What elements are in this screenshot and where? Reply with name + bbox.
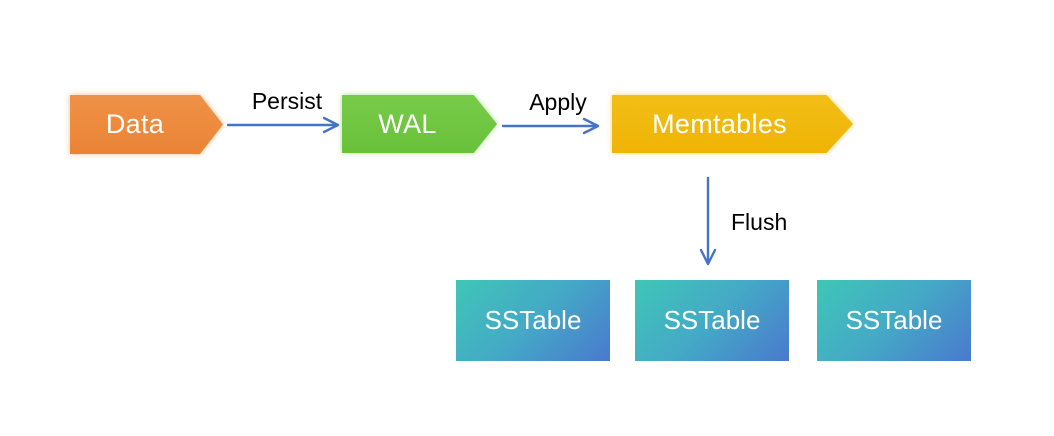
flush-arrow [699,176,717,266]
node-data-label: Data [105,109,165,139]
edge-label-apply: Apply [529,89,587,115]
sstable-box-1: SSTable [456,280,610,361]
node-wal-label: WAL [378,108,437,139]
sstable-box-3: SSTable [817,280,971,361]
node-data-shape [70,95,223,154]
node-memtables-label: Memtables [652,108,787,139]
node-data: Data [70,95,223,154]
node-wal: WAL [342,95,497,153]
persist-arrow [226,116,340,134]
node-wal-shape [342,95,497,153]
edge-label-persist: Persist [251,88,323,114]
node-memtables: Memtables [612,95,853,153]
sstable-1-label: SSTable [484,305,582,335]
sstable-box-2: SSTable [635,280,789,361]
node-memtables-shape [612,95,853,153]
edge-label-flush: Flush [731,209,788,235]
sstable-2-label: SSTable [663,305,761,335]
apply-arrow [501,117,600,135]
sstable-3-label: SSTable [845,305,943,335]
